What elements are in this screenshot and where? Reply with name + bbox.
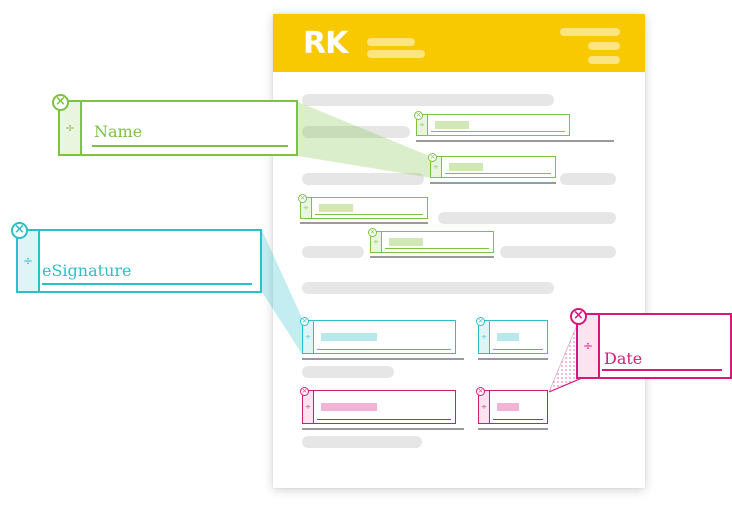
date-field-mini[interactable]: ÷ × [476, 387, 548, 424]
close-circle-icon[interactable]: × [476, 387, 485, 396]
text-placeholder [302, 246, 364, 258]
close-circle-icon[interactable]: × [570, 308, 587, 325]
header-placeholder [588, 56, 620, 64]
name-field-mini[interactable]: ÷ × [428, 153, 556, 178]
divide-icon: ÷ [23, 254, 34, 268]
document-header [273, 14, 645, 72]
date-field-label: Date [604, 349, 643, 368]
text-baseline [302, 428, 464, 430]
close-circle-icon[interactable]: × [52, 94, 69, 111]
close-circle-icon[interactable]: × [300, 387, 309, 396]
text-placeholder [560, 173, 616, 185]
text-baseline [300, 222, 428, 224]
rk-logo: RK [303, 26, 348, 61]
close-wrapper: × [570, 308, 587, 325]
text-baseline [370, 256, 494, 258]
esignature-field-mini[interactable]: ÷ × [300, 317, 456, 354]
text-placeholder [302, 94, 554, 106]
close-circle-icon[interactable]: × [414, 111, 423, 120]
esignature-field-callout[interactable]: ÷ eSignature [16, 229, 262, 293]
close-circle-icon[interactable]: × [428, 153, 437, 162]
text-placeholder [302, 126, 410, 138]
text-placeholder [302, 173, 424, 185]
close-circle-icon[interactable]: × [298, 194, 307, 203]
close-wrapper: × [52, 94, 69, 111]
close-circle-icon[interactable]: × [11, 222, 28, 239]
esignature-field-mini[interactable]: ÷ × [476, 317, 548, 354]
close-circle-icon[interactable]: × [476, 317, 485, 326]
text-placeholder [500, 246, 616, 258]
text-placeholder [302, 436, 422, 448]
text-baseline [416, 140, 614, 142]
close-circle-icon[interactable]: × [368, 228, 377, 237]
text-baseline [302, 358, 464, 360]
name-field-callout[interactable]: ÷ Name [58, 100, 298, 156]
divide-icon: ÷ [65, 121, 76, 135]
esignature-field-label: eSignature [42, 261, 132, 280]
date-field-mini[interactable]: ÷ × [300, 387, 456, 424]
name-field-mini[interactable]: ÷ × [414, 111, 570, 136]
date-field-callout[interactable]: ÷ Date [576, 313, 732, 379]
close-circle-icon[interactable]: × [300, 317, 309, 326]
header-placeholder [367, 50, 425, 58]
name-field-label: Name [94, 122, 143, 141]
text-baseline [478, 428, 548, 430]
text-baseline [478, 358, 548, 360]
divide-icon: ÷ [583, 339, 594, 353]
text-baseline [430, 182, 556, 184]
text-placeholder [302, 366, 394, 378]
name-field-mini[interactable]: ÷ × [368, 228, 494, 253]
name-field-mini[interactable]: ÷ × [298, 194, 428, 219]
header-placeholder [560, 28, 620, 36]
close-wrapper: × [11, 222, 28, 239]
text-placeholder [438, 212, 616, 224]
text-placeholder [302, 282, 554, 294]
header-placeholder [367, 38, 415, 46]
header-placeholder [588, 42, 620, 50]
